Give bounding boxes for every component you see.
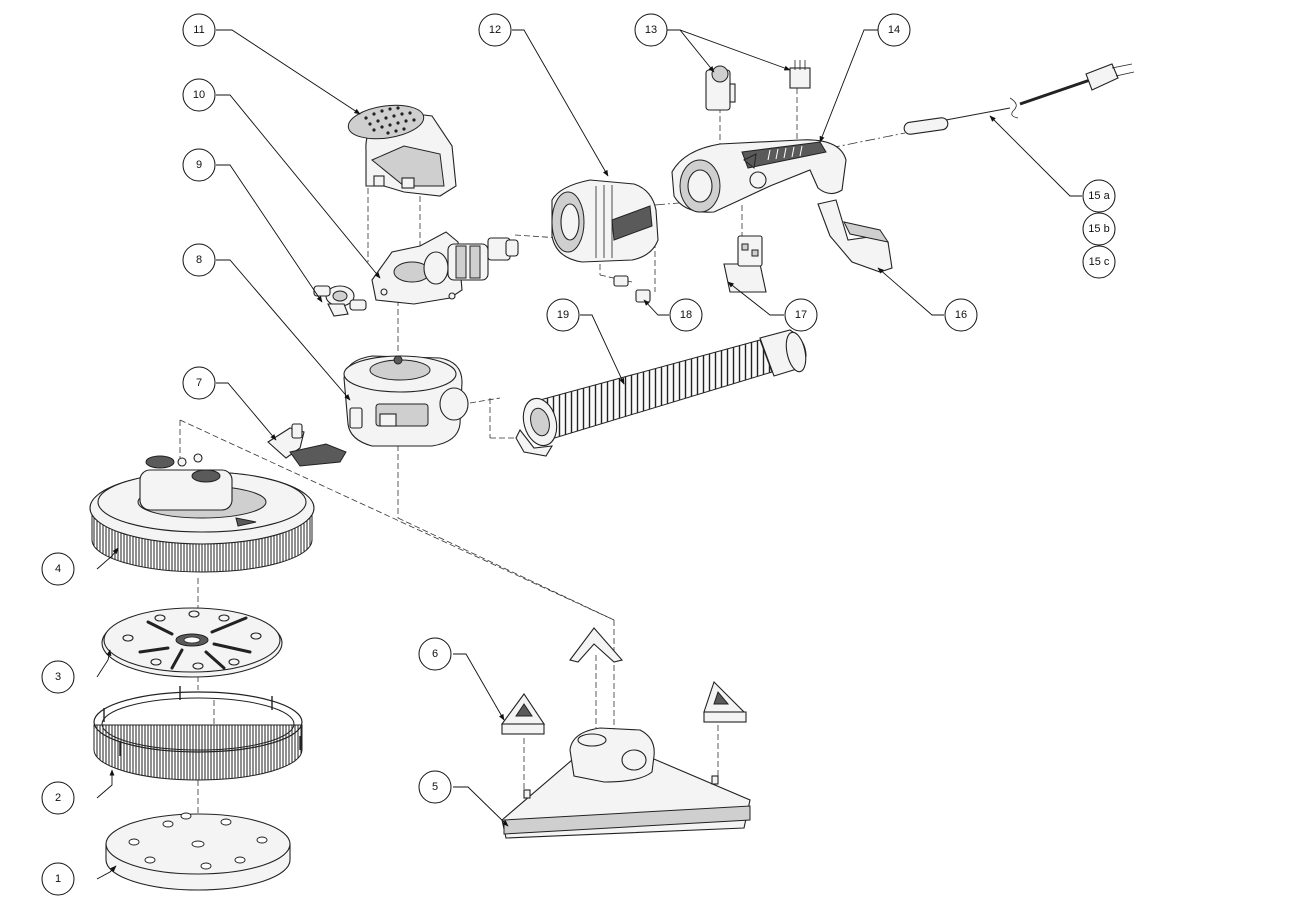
part-10-gear-housing — [371, 231, 519, 305]
callout-2: 2 — [41, 781, 75, 815]
callout-7: 7 — [182, 366, 216, 400]
callout-18-label: 18 — [680, 309, 692, 321]
callout-10: 10 — [182, 78, 216, 112]
part-3-backing-pad — [101, 607, 283, 678]
callout-13-label: 13 — [645, 24, 657, 36]
callout-15c: 15 c — [1082, 245, 1116, 279]
part-9-fitting — [313, 285, 367, 317]
callout-12: 12 — [478, 13, 512, 47]
callout-4: 4 — [41, 552, 75, 586]
part-8-head-housing — [343, 355, 469, 447]
callout-15a: 15 a — [1082, 179, 1116, 213]
callout-7-label: 7 — [196, 377, 202, 389]
callout-3: 3 — [41, 660, 75, 694]
callout-15b-label: 15 b — [1088, 223, 1109, 235]
part-14-handle — [671, 139, 847, 213]
part-16-bracket — [817, 199, 893, 273]
callout-4-label: 4 — [55, 563, 61, 575]
callout-14-label: 14 — [888, 24, 900, 36]
assembly-lines — [179, 80, 906, 840]
part-1-sanding-disc — [105, 812, 291, 891]
callout-15a-label: 15 a — [1088, 190, 1110, 202]
callout-18: 18 — [669, 298, 703, 332]
callout-14: 14 — [877, 13, 911, 47]
callout-6: 6 — [418, 637, 452, 671]
part-15-power-cord — [903, 63, 1135, 135]
part-13-switch — [705, 65, 736, 111]
callout-8-label: 8 — [196, 254, 202, 266]
part-18-terminals — [613, 275, 651, 303]
callout-10-label: 10 — [193, 89, 205, 101]
callout-15b: 15 b — [1082, 212, 1116, 246]
callout-12-label: 12 — [489, 24, 501, 36]
leader-lines — [96, 29, 1082, 880]
part-11-dust-cover — [347, 104, 457, 197]
callout-1: 1 — [41, 862, 75, 896]
callout-19: 19 — [546, 298, 580, 332]
part-6-corner-pieces — [500, 627, 747, 735]
part-17-clip — [723, 235, 767, 293]
callout-1-label: 1 — [55, 873, 61, 885]
part-19-hose — [515, 329, 807, 457]
callout-2-label: 2 — [55, 792, 61, 804]
callout-11: 11 — [182, 13, 216, 47]
part-4-brush-head — [89, 453, 315, 573]
part-2-bristle-ring — [93, 686, 303, 781]
callout-3-label: 3 — [55, 671, 61, 683]
part-12-motor-housing — [551, 179, 659, 263]
callout-9: 9 — [182, 148, 216, 182]
callout-8: 8 — [182, 243, 216, 277]
callout-19-label: 19 — [557, 309, 569, 321]
callout-5: 5 — [418, 770, 452, 804]
callout-17-label: 17 — [795, 309, 807, 321]
callout-13: 13 — [634, 13, 668, 47]
callout-15c-label: 15 c — [1089, 256, 1110, 268]
callout-11-label: 11 — [193, 24, 204, 36]
callout-9-label: 9 — [196, 159, 202, 171]
callout-6-label: 6 — [432, 648, 438, 660]
part-13-connector — [789, 60, 811, 89]
part-5-triangle-head — [501, 727, 751, 839]
callout-5-label: 5 — [432, 781, 438, 793]
callout-17: 17 — [784, 298, 818, 332]
part-7-clamp-lever — [267, 423, 347, 467]
callout-16-label: 16 — [955, 309, 967, 321]
callout-16: 16 — [944, 298, 978, 332]
